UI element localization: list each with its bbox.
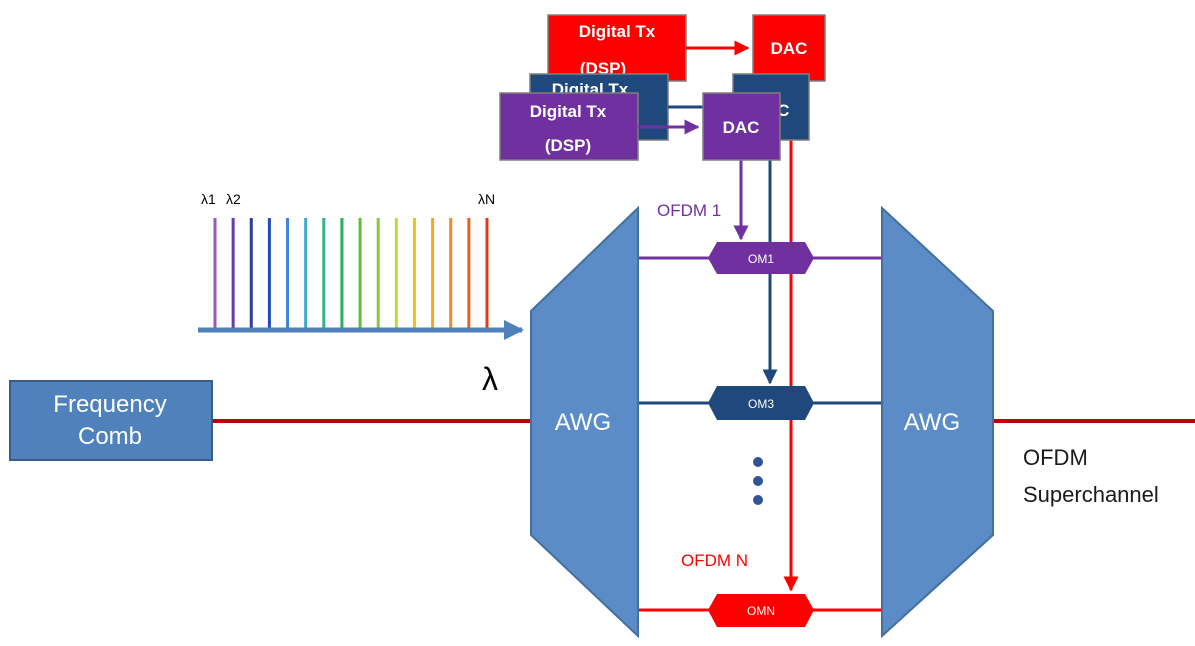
modulator-om1: OM1 [708, 242, 814, 274]
ellipsis-dots [753, 457, 763, 505]
awg-left: AWG [530, 205, 639, 639]
frequency-comb-block: Frequency Comb [9, 380, 213, 461]
dac-purple-label: DAC [723, 118, 760, 137]
modulator-om3: OM3 [708, 386, 814, 420]
tx-purple-label-line2: (DSP) [545, 136, 591, 155]
transmitter-red: Digital Tx (DSP) DAC [547, 14, 826, 82]
frequency-comb-label-line1: Frequency [53, 391, 166, 418]
channel-label-first: OFDM 1 [657, 201, 721, 220]
channel-label-last: OFDM N [681, 551, 748, 570]
modulator-omn: OMN [708, 594, 814, 627]
tx-purple-label-line1: Digital Tx [530, 102, 607, 121]
output-label-line1: OFDM [1023, 445, 1088, 470]
wavelength-axis-label: λ [482, 361, 498, 397]
lambda-2-label: λ2 [226, 191, 241, 207]
frequency-comb-label-line2: Comb [78, 423, 142, 450]
lambda-n-label: λN [478, 191, 495, 207]
tx-red-label-line1: Digital Tx [579, 22, 656, 41]
transmitter-purple: Digital Tx (DSP) DAC [499, 92, 781, 161]
comb-spectrum [213, 218, 489, 330]
dac-red-label: DAC [771, 39, 808, 58]
awg-left-label: AWG [555, 409, 611, 436]
awg-right: AWG [881, 205, 994, 639]
output-label-line2: Superchannel [1023, 482, 1159, 507]
lambda-1-label: λ1 [201, 191, 216, 207]
modulator-om3-label: OM3 [748, 397, 774, 411]
modulator-omn-label: OMN [747, 604, 775, 618]
modulator-om1-label: OM1 [748, 252, 774, 266]
awg-right-label: AWG [904, 409, 960, 436]
